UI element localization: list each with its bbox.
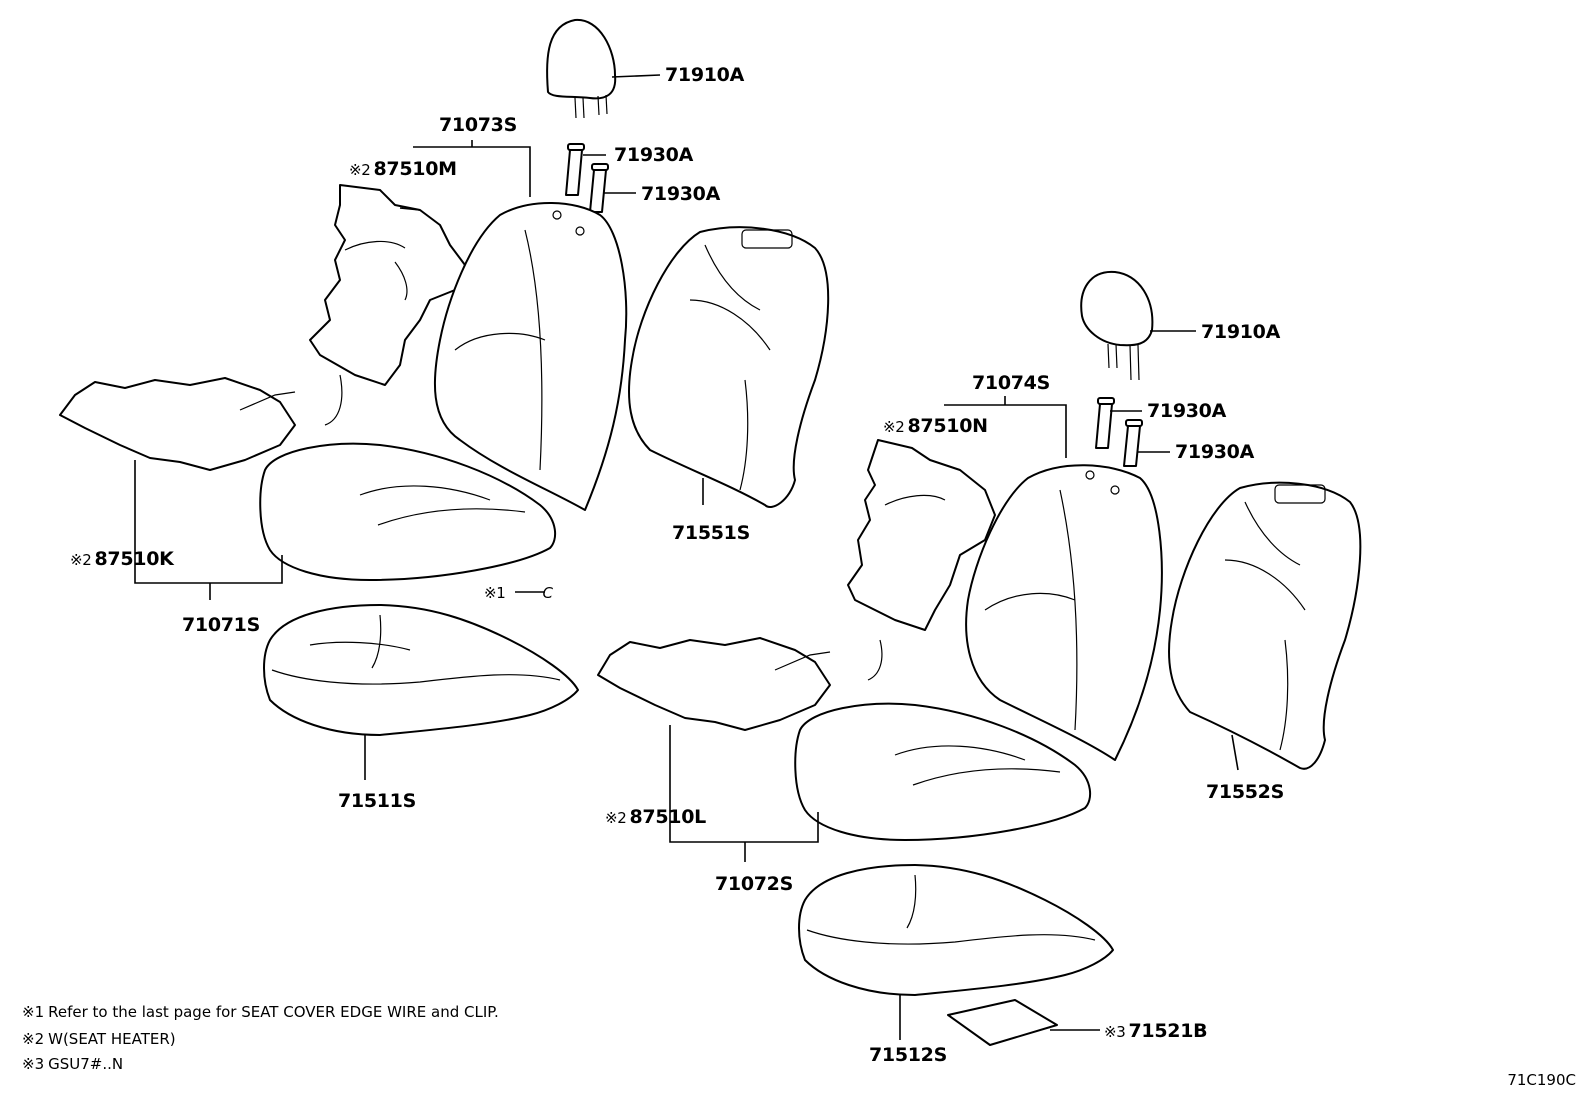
label-back-assy-2: 71074S bbox=[972, 372, 1050, 394]
seat-back-icon bbox=[433, 202, 628, 511]
cushion-pad-icon bbox=[263, 604, 579, 736]
cushion-pad-icon bbox=[798, 864, 1114, 996]
seat-heater-icon bbox=[59, 374, 343, 471]
label-headrest-lower: 71910A bbox=[1201, 321, 1281, 343]
label-support-2a: 71930A bbox=[1147, 400, 1227, 422]
figure-id: 71C190C bbox=[1507, 1071, 1576, 1089]
seat-heater-icon bbox=[309, 184, 466, 386]
seat-back-cover-icon bbox=[1168, 481, 1362, 770]
seat-cushion-icon bbox=[259, 442, 557, 581]
label-back-assy-1: 71073S bbox=[439, 114, 517, 136]
label-support-1b: 71930A bbox=[641, 183, 721, 205]
label-cushion-assy-2: 71072S bbox=[715, 873, 793, 895]
label-cushion-pad-1: 71511S bbox=[338, 790, 416, 812]
label-cushion-pad-2: 71512S bbox=[869, 1044, 947, 1066]
seat-back-icon bbox=[965, 464, 1163, 761]
label-support-2b: 71930A bbox=[1175, 441, 1255, 463]
label-support-1a: 71930A bbox=[614, 144, 694, 166]
leader-lines bbox=[134, 74, 1239, 1040]
headrest-icon bbox=[1080, 270, 1154, 381]
seat-back-cover-icon bbox=[628, 226, 830, 508]
seat-heater-icon bbox=[597, 637, 883, 731]
headrest-icon bbox=[546, 18, 617, 119]
label-headrest-upper: 71910A bbox=[665, 64, 745, 86]
label-cushion-assy-1: 71071S bbox=[182, 614, 260, 636]
sheet-icon bbox=[947, 999, 1058, 1046]
label-back-cover-1: 71551S bbox=[672, 522, 750, 544]
seat-cushion-icon bbox=[794, 702, 1092, 841]
label-back-cover-2: 71552S bbox=[1206, 781, 1284, 803]
seat-heater-icon bbox=[847, 439, 996, 631]
headrest-support-icon bbox=[565, 143, 609, 213]
headrest-support-icon bbox=[1095, 397, 1143, 467]
